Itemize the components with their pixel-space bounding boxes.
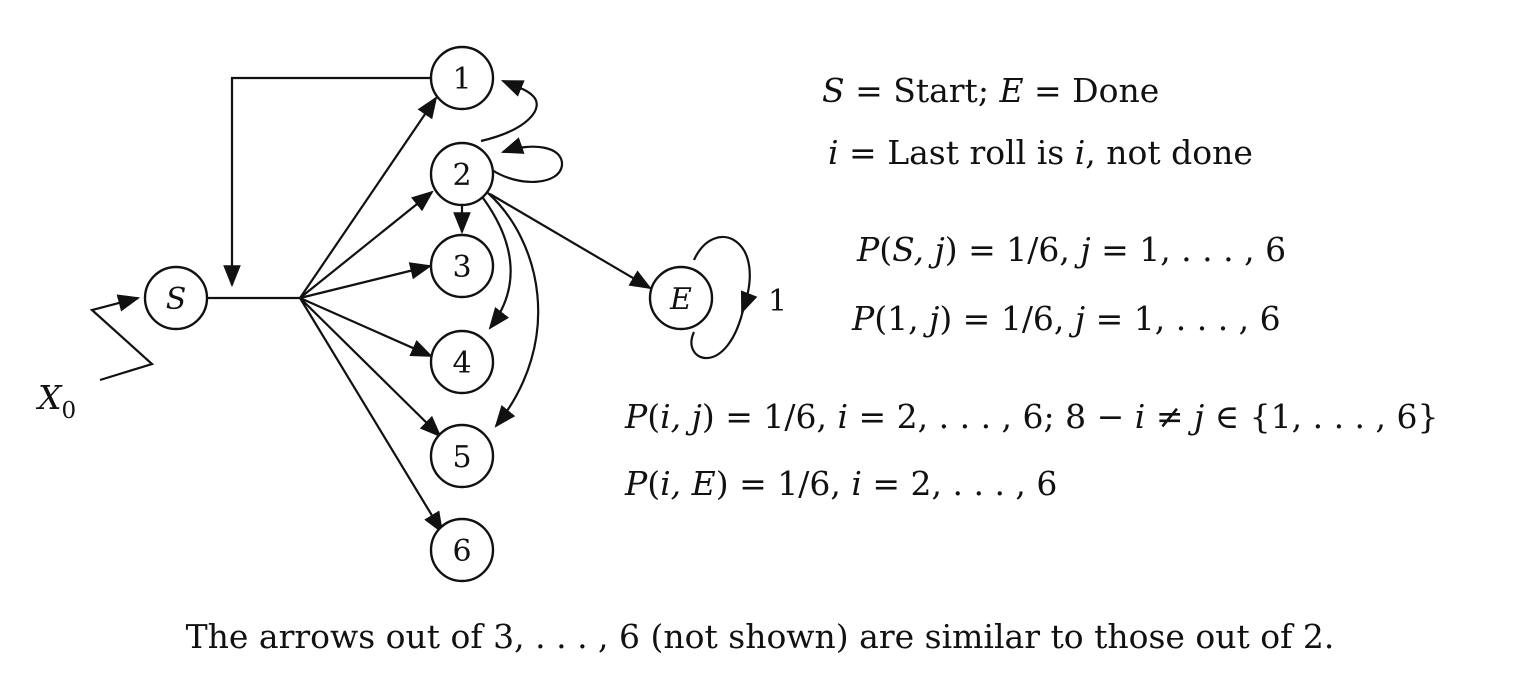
edge-s-to-1: [299, 96, 438, 299]
initial-sub: 0: [62, 398, 77, 424]
edge-s-to-4: [299, 296, 434, 358]
node-e: E: [648, 265, 714, 331]
e-loop-probability: 1: [768, 284, 787, 319]
equation-states-2-6: P(i, j) = 1/6, i = 2, . . . , 6; 8 − i ≠…: [625, 397, 1439, 436]
initial-var: X: [35, 378, 63, 417]
initial-arrow: [89, 294, 155, 382]
legend-line-1: S = Start; E = Done: [822, 71, 1160, 110]
node-5: 5: [429, 423, 495, 489]
node-5-label: 5: [452, 440, 471, 475]
edge-2-to-e: [489, 193, 652, 290]
edge-s-to-5: [299, 297, 442, 438]
node-1: 1: [429, 45, 495, 111]
initial-state-label: X0: [35, 378, 76, 424]
edge-e-self-loop: [692, 235, 758, 315]
node-3-label: 3: [452, 250, 471, 285]
equation-to-done: P(i, E) = 1/6, i = 2, . . . , 6: [625, 464, 1058, 503]
edge-1-to-s: [223, 76, 432, 288]
edge-e-self-loop-return: [690, 305, 746, 360]
node-1-label: 1: [452, 62, 471, 97]
equation-state-1: P(1, j) = 1/6, j = 1, . . . , 6: [852, 299, 1281, 338]
node-2-label: 2: [452, 158, 471, 193]
edge-s-to-6: [299, 297, 444, 534]
node-e-label: E: [669, 282, 692, 317]
node-2: 2: [429, 141, 495, 207]
edge-2-to-5: [487, 192, 540, 428]
equation-start: P(S, j) = 1/6, j = 1, . . . , 6: [857, 230, 1287, 269]
node-6: 6: [429, 517, 495, 583]
node-s-label: S: [166, 282, 187, 317]
edge-2-to-4: [482, 197, 512, 330]
edge-s-to-3: [299, 262, 433, 300]
node-6-label: 6: [452, 534, 471, 569]
edge-2-self-loop: [491, 137, 564, 183]
legend-line-2: i = Last roll is i, not done: [828, 133, 1253, 172]
edge-2-to-1: [480, 79, 538, 143]
node-4-label: 4: [452, 346, 471, 381]
edge-s-to-2: [299, 190, 434, 299]
node-4: 4: [429, 329, 495, 395]
figure-caption: The arrows out of 3, . . . , 6 (not show…: [185, 617, 1335, 656]
node-3: 3: [429, 233, 495, 299]
node-s: S: [143, 265, 209, 331]
